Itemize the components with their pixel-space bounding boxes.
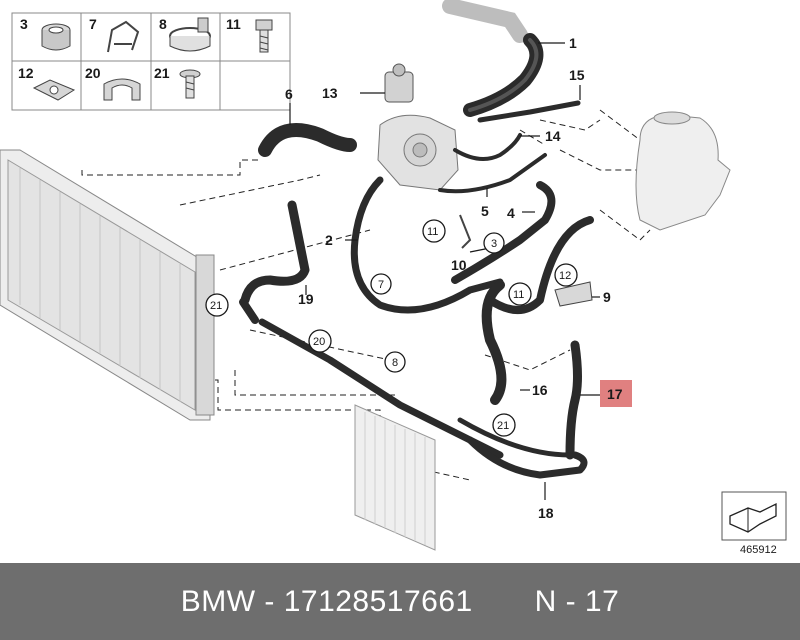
circled-11-lower: 11 [513,289,524,301]
thermostat-housing [377,114,459,191]
orientation-arrow-icon [721,491,787,541]
callout-17: 17 [607,386,623,402]
callout-13: 13 [322,85,338,101]
grommet-icon [41,23,71,51]
circled-7: 7 [378,279,384,291]
legend-grid: 3 7 8 11 12 20 21 [11,12,291,111]
callout-10: 10 [451,257,467,273]
legend-num-12: 12 [18,65,34,81]
callout-2: 2 [325,232,333,248]
legend-num-8: 8 [159,16,167,32]
callout-5: 5 [481,203,489,219]
hose-1-top [442,0,528,43]
circled-3: 3 [491,238,497,250]
diagram-number: 465912 [740,544,777,556]
callout-4: 4 [507,205,515,221]
hose-clamp-icon [169,17,211,52]
callout-6: 6 [285,86,293,102]
main-radiator [0,149,215,421]
bracket-10 [459,214,472,249]
legend-num-7: 7 [89,16,97,32]
circled-20: 20 [313,336,325,348]
bracket-9 [554,281,593,307]
legend-num-20: 20 [85,65,101,81]
callout-15: 15 [569,67,585,83]
circled-8: 8 [392,357,398,369]
sensor-13 [384,63,414,103]
spring-clip-icon [107,20,140,53]
parts-diagram: 3 7 8 11 12 20 21 [0,0,787,556]
clip-nut-icon [32,79,76,101]
callout-18: 18 [538,505,554,521]
coolant-hoses [239,33,594,479]
leader-lines [289,42,600,500]
legend-num-21: 21 [154,65,170,81]
circled-callouts: 11 3 12 11 7 21 20 8 21 [205,219,578,437]
callout-16: 16 [532,382,548,398]
hose-holder-icon [103,78,141,101]
expansion-tank [635,111,731,231]
part-number-caption: BMW - 17128517661 N - 17 [180,585,620,618]
callout-14: 14 [545,128,561,144]
highlighted-part-17: 17 [600,380,632,407]
screw-icon [179,69,201,99]
legend-num-11: 11 [226,16,241,32]
callout-numbers: 1 2 4 5 6 9 10 13 14 15 16 18 19 [285,35,611,521]
circled-12: 12 [559,270,571,282]
auxiliary-radiator [354,404,436,551]
callout-19: 19 [298,291,314,307]
circled-21-left: 21 [210,300,222,312]
callout-1: 1 [569,35,577,51]
bolt-icon [255,19,273,53]
circled-21-lower: 21 [497,420,509,432]
callout-9: 9 [603,289,611,305]
footer-bar: BMW - 17128517661 N - 17 [0,563,800,640]
circled-11-upper: 11 [427,226,438,238]
legend-num-3: 3 [20,16,28,32]
highlight-box [600,380,632,407]
